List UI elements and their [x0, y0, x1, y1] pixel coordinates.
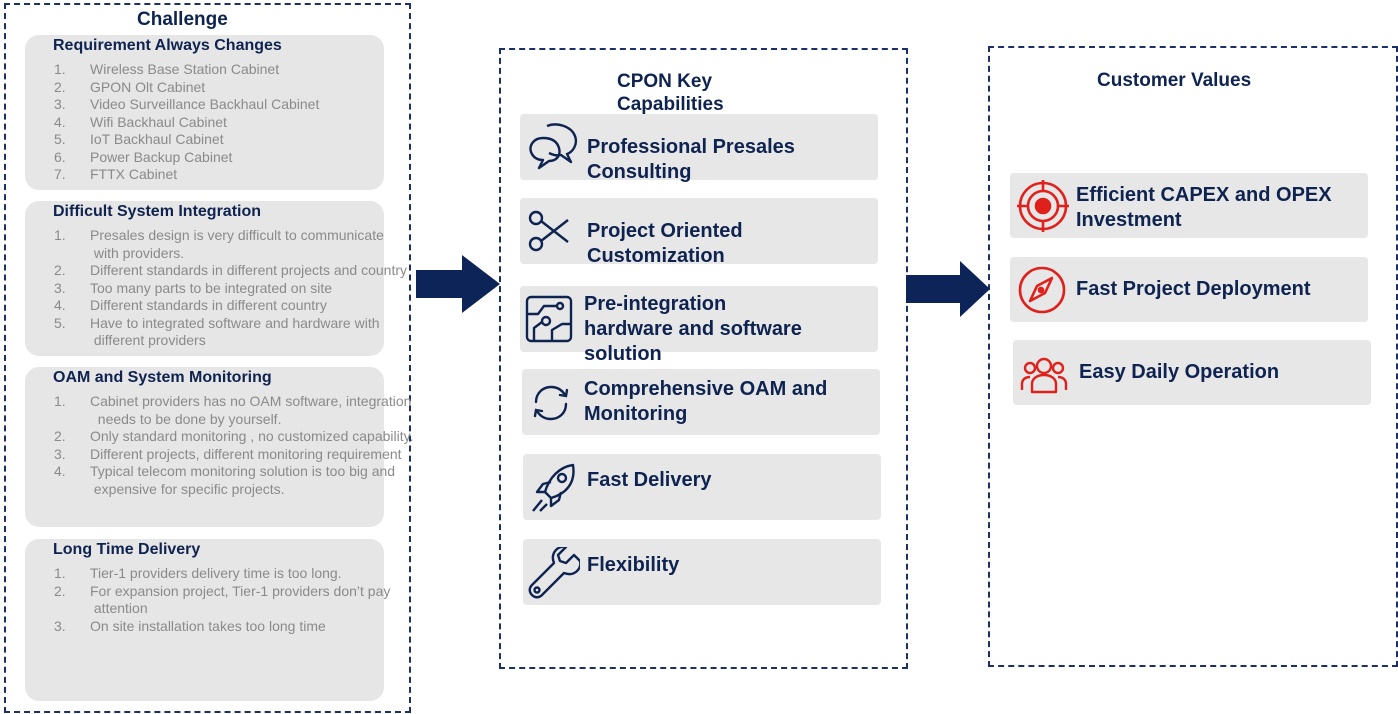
list-item: 2.Different standards in different proje…	[54, 262, 407, 278]
list-item: 3.On site installation takes too long ti…	[54, 617, 326, 634]
list-item: 3.Too many parts to be integrated on sit…	[54, 279, 333, 296]
list-item: 6.Power Backup Cabinet	[54, 148, 233, 165]
capabilities-panel	[499, 48, 908, 669]
challenge-card-delivery: Long Time Delivery 1.Tier-1 providers de…	[25, 539, 391, 701]
list-item: 7.FTTX Cabinet	[54, 166, 178, 182]
capability-label: Fast Delivery	[587, 469, 712, 491]
value-label: Easy Daily Operation	[1079, 361, 1280, 383]
rocket-icon	[532, 463, 575, 512]
value-label: Efficient CAPEX and OPEX Investment	[1076, 184, 1332, 231]
wrench-icon	[528, 547, 580, 599]
capability-card-flexibility	[523, 539, 881, 605]
capability-label: Comprehensive OAM and Monitoring	[584, 378, 828, 425]
challenge-card-heading: Long Time Delivery	[53, 541, 201, 558]
list-item: 3.Video Surveillance Backhaul Cabinet	[54, 96, 320, 112]
capabilities-title: CPON Key Capabilities	[617, 71, 724, 115]
capability-card-preintegration	[520, 286, 878, 352]
challenge-title: Challenge	[137, 9, 228, 30]
list-item: 5.Have to integrated software and hardwa…	[54, 314, 380, 349]
list-item: 1.Tier-1 providers delivery time is too …	[54, 565, 342, 581]
challenge-panel	[4, 3, 411, 713]
challenge-list: 1.Presales design is very difficult to c…	[25, 227, 407, 350]
customer-values-title: Customer Values	[1097, 70, 1252, 91]
challenge-card-heading: OAM and System Monitoring	[53, 369, 272, 386]
list-item: 4.Different standards in different count…	[54, 297, 327, 313]
value-card-deployment	[1010, 257, 1368, 322]
list-item: 2.GPON Olt Cabinet	[54, 78, 206, 95]
challenge-list: 1.Tier-1 providers delivery time is too …	[25, 565, 391, 635]
capability-card-oam	[522, 369, 880, 435]
value-card-capex	[1010, 173, 1368, 238]
challenge-list: 1.Cabinet providers has no OAM software,…	[25, 393, 414, 498]
compass-icon	[1018, 266, 1066, 314]
customer-values-panel	[988, 46, 1398, 667]
list-item: 4.Typical telecom monitoring solution is…	[54, 463, 396, 497]
capability-card-delivery	[523, 454, 881, 520]
arrow-right-icon	[906, 261, 990, 317]
refresh-cycle-icon	[533, 385, 569, 421]
challenge-card-oam: OAM and System Monitoring 1.Cabinet prov…	[25, 367, 414, 527]
chat-bubbles-icon	[529, 123, 578, 170]
circuit-board-icon	[525, 295, 573, 343]
challenge-card-heading: Requirement Always Changes	[53, 37, 282, 54]
capability-label: Flexibility	[587, 554, 680, 576]
capability-label: Pre-integration hardware and software so…	[584, 293, 802, 365]
list-item: 2.Only standard monitoring , no customiz…	[54, 428, 414, 444]
list-item: 1.Cabinet providers has no OAM software,…	[54, 393, 412, 427]
list-item: 4.Wifi Backhaul Cabinet	[54, 113, 227, 130]
capability-card-presales	[520, 114, 878, 180]
capability-label: Professional Presales Consulting	[587, 136, 795, 183]
list-item: 5.IoT Backhaul Cabinet	[54, 131, 224, 147]
scissors-icon	[528, 210, 569, 252]
value-label: Fast Project Deployment	[1076, 278, 1311, 300]
challenge-card-integration: Difficult System Integration 1.Presales …	[25, 201, 407, 356]
capability-card-customization	[520, 198, 878, 264]
capability-label: Project Oriented Customization	[587, 220, 743, 267]
list-item: 1.Wireless Base Station Cabinet	[54, 61, 280, 77]
list-item: 3.Different projects, different monitori…	[54, 445, 402, 462]
arrow-right-icon	[416, 255, 500, 313]
challenge-card-requirements: Requirement Always Changes 1.Wireless Ba…	[25, 35, 384, 190]
challenge-card-heading: Difficult System Integration	[53, 203, 262, 220]
challenge-list: 1.Wireless Base Station Cabinet 2.GPON O…	[25, 61, 384, 184]
value-card-operation	[1013, 340, 1371, 405]
list-item: 1.Presales design is very difficult to c…	[54, 227, 384, 261]
target-icon	[1017, 180, 1069, 232]
list-item: 2.For expansion project, Tier-1 provider…	[54, 582, 391, 617]
people-group-icon	[1020, 357, 1068, 394]
